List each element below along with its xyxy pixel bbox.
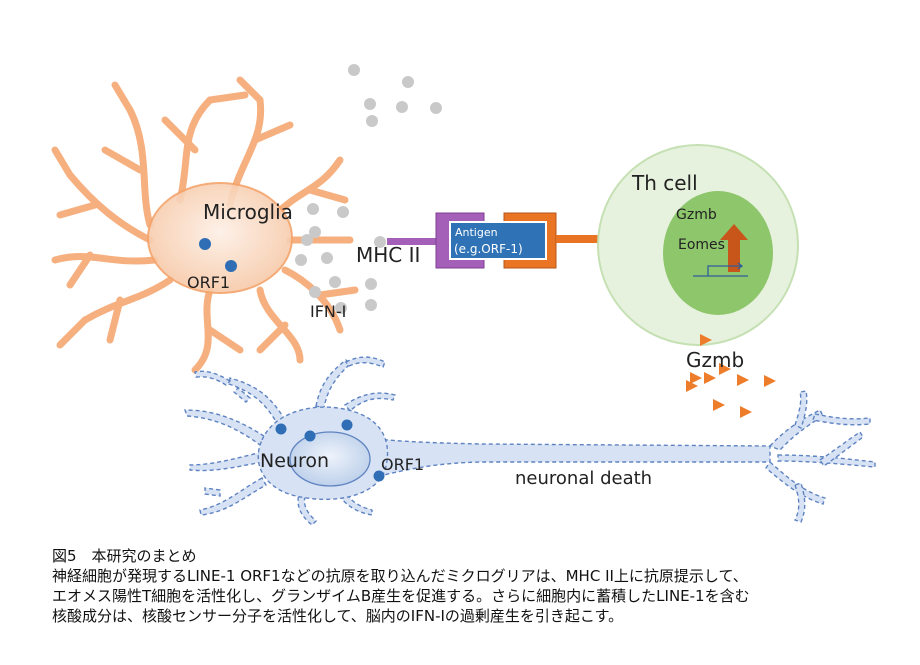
caption-title: 図5 本研究のまとめ — [52, 547, 197, 565]
gzmb-inner-label: Gzmb — [676, 207, 717, 223]
th-nucleus — [663, 191, 773, 315]
neuron-cell — [184, 356, 876, 526]
ifn-label: IFN-I — [310, 302, 346, 321]
caption-line-3: 核酸成分は、核酸センサー分子を活性化して、脳内のIFN-Iの過剰産生を引き起こす… — [52, 607, 624, 625]
microglia-cell — [51, 76, 359, 374]
neuronal-death-label: neuronal death — [515, 468, 652, 489]
antigen-label: Antigen — [455, 226, 498, 239]
caption-line-2: エオメス陽性T細胞を活性化し、グランザイムB産生を促進する。さらに細胞内に蓄積し… — [52, 587, 750, 605]
gene-promoter-arrow — [693, 262, 748, 277]
neuron-label: Neuron — [260, 450, 329, 472]
antigen-example-label: (e.g.ORF-1) — [454, 242, 523, 256]
caption-line-1: 神経細胞が発現するLINE-1 ORF1などの抗原を取り込んだミクログリアは、M… — [52, 567, 748, 585]
gzmb-granules — [686, 334, 776, 418]
upregulation-arrow — [720, 224, 748, 272]
gzmb-release-label: Gzmb — [686, 348, 744, 372]
microglia-body — [147, 182, 293, 294]
antigen-box — [449, 221, 547, 260]
orf1-neuron-label: ORF1 — [381, 455, 424, 474]
eomes-label: Eomes — [678, 237, 725, 253]
microglia-label: Microglia — [203, 200, 293, 224]
neuron-nucleus — [289, 431, 371, 487]
orf1-dots-neuron — [275, 419, 385, 482]
ifn-particles — [295, 64, 442, 314]
summary-diagram: Microglia ORF1 IFN-I MHC II Antigen (e.g… — [51, 64, 876, 526]
th-cell-label: Th cell — [631, 171, 698, 195]
orf1-microglia-label: ORF1 — [187, 273, 230, 292]
mhc-label: MHC II — [356, 243, 420, 267]
orf1-dots-microglia — [199, 238, 237, 272]
